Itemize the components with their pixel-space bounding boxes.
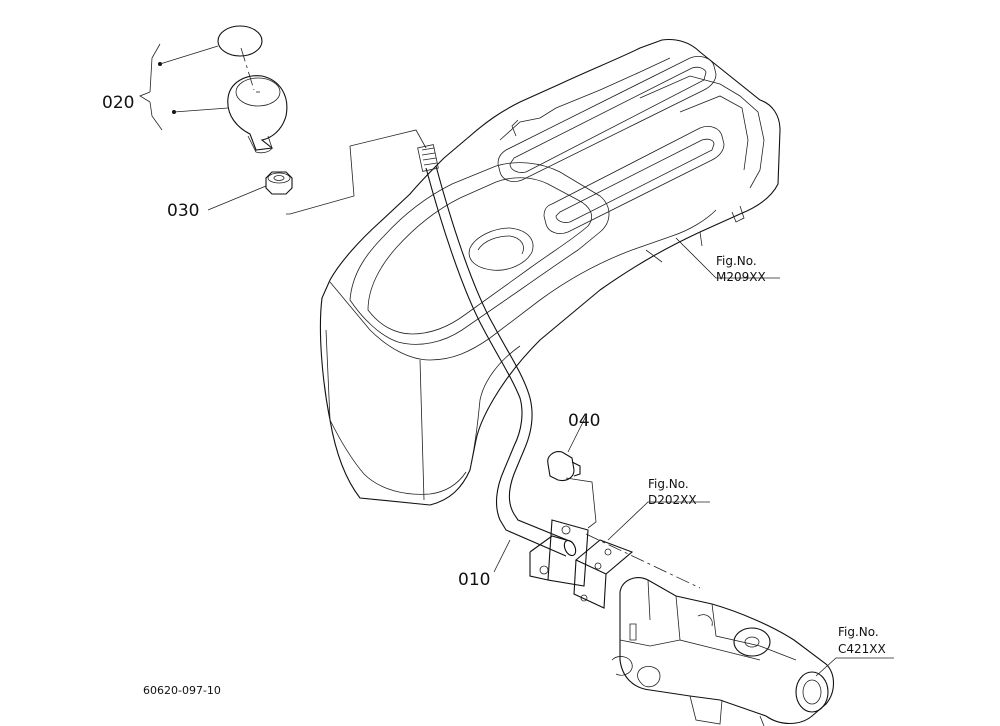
bolt — [547, 415, 597, 529]
ref-c421: Fig.No. C421XX — [815, 625, 894, 677]
ref-c421-code: C421XX — [838, 642, 886, 656]
nut — [207, 171, 293, 211]
ref-d202-label: Fig.No. — [648, 477, 689, 491]
drawing-code: 60620-097-10 — [143, 684, 221, 697]
part-label-030: 030 — [167, 201, 199, 221]
ref-m209: Fig.No. M209XX — [675, 237, 780, 284]
part-020-bracket — [139, 43, 229, 131]
shift-lever-rod — [417, 144, 577, 557]
plate-bracket — [529, 519, 701, 609]
ref-d202: Fig.No. D202XX — [607, 477, 710, 541]
ref-c421-label: Fig.No. — [838, 625, 879, 639]
ref-m209-label: Fig.No. — [716, 254, 757, 268]
part-label-040: 040 — [568, 411, 600, 431]
console-housing — [319, 38, 781, 506]
transmission-housing — [611, 577, 835, 726]
ref-m209-code: M209XX — [716, 270, 766, 284]
part-label-010: 010 — [458, 570, 490, 590]
knob-assembly — [217, 25, 288, 154]
assembly-leader — [286, 129, 427, 215]
part-label-020: 020 — [102, 93, 134, 113]
leader-010 — [493, 539, 511, 573]
ref-d202-code: D202XX — [648, 493, 697, 507]
